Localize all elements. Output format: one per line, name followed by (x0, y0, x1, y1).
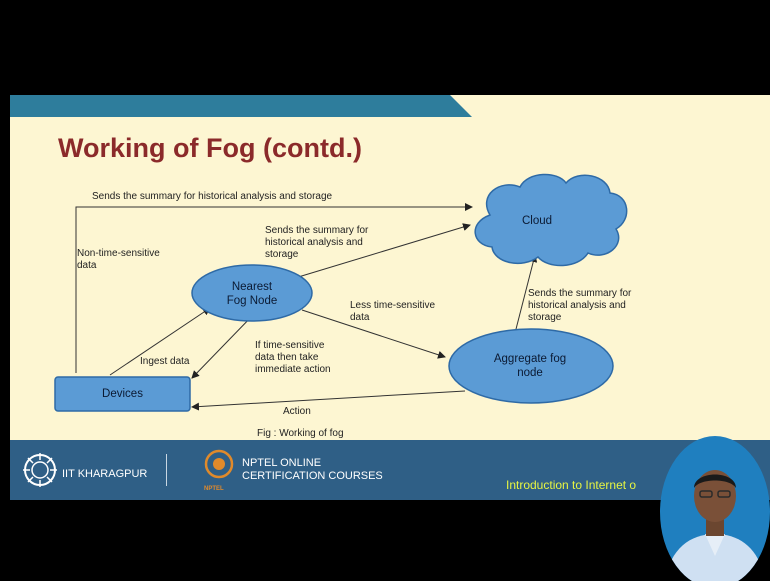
footer-nptel-line1: NPTEL ONLINE (242, 457, 322, 469)
presenter-video-thumbnail (660, 436, 770, 581)
slide-title: Working of Fog (contd.) (58, 133, 362, 163)
slide-top-bar (10, 95, 472, 117)
label-less-time-sensitive: Less time-sensitive data (350, 300, 436, 323)
label-ingest-data: Ingest data (140, 356, 190, 367)
aggregate-fog-node-shape (448, 328, 614, 404)
arrow-aggregate-to-devices (191, 390, 466, 411)
footer-nptel-line2: CERTIFICATION COURSES (242, 470, 383, 482)
slide: Working of Fog (contd.) Cloud Nearest Fo… (10, 95, 770, 500)
footer-course-title: Introduction to Internet o (506, 478, 637, 492)
arrow-fognode-to-devices (191, 312, 256, 379)
footer-divider (166, 454, 167, 486)
footer-institute-name: IIT KHARAGPUR (62, 468, 148, 480)
arrow-aggregate-to-cloud (514, 254, 538, 334)
diagram-connectors (54, 173, 628, 412)
label-fog-to-cloud-summary: Sends the summary for historical analysi… (265, 225, 369, 260)
arrow-devices-to-fognode (109, 307, 211, 376)
label-action: Action (283, 406, 311, 417)
aggregate-fog-node-label: Aggregate fog node (493, 353, 567, 379)
label-non-time-sensitive: Non-time-sensitive data (77, 248, 160, 271)
label-top-summary: Sends the summary for historical analysi… (92, 191, 333, 202)
nptel-logo-text: NPTEL (204, 486, 224, 492)
slide-footer: IIT KHARAGPUR NPTEL NPTEL ONLINE CERTIFI… (10, 440, 770, 500)
nearest-fog-node-label: Nearest Fog Node (226, 281, 278, 307)
arrow-fognode-to-cloud (294, 223, 471, 279)
devices-node-label: Devices (102, 388, 143, 400)
iit-kharagpur-logo-icon (23, 453, 57, 487)
devices-shape (54, 376, 191, 412)
arrow-fognode-to-aggregate (301, 309, 446, 359)
label-aggregate-to-cloud-summary: Sends the summary for historical analysi… (528, 288, 632, 323)
arrow-devices-to-cloud-top (75, 203, 473, 373)
cloud-node-label: Cloud (521, 215, 553, 227)
figure-caption: Fig : Working of fog (257, 428, 344, 439)
label-time-sensitive: If time-sensitive data then take immedia… (255, 340, 331, 375)
nptel-logo-icon (204, 449, 234, 479)
cloud-shape (474, 173, 628, 267)
nearest-fog-node-shape (191, 264, 313, 322)
